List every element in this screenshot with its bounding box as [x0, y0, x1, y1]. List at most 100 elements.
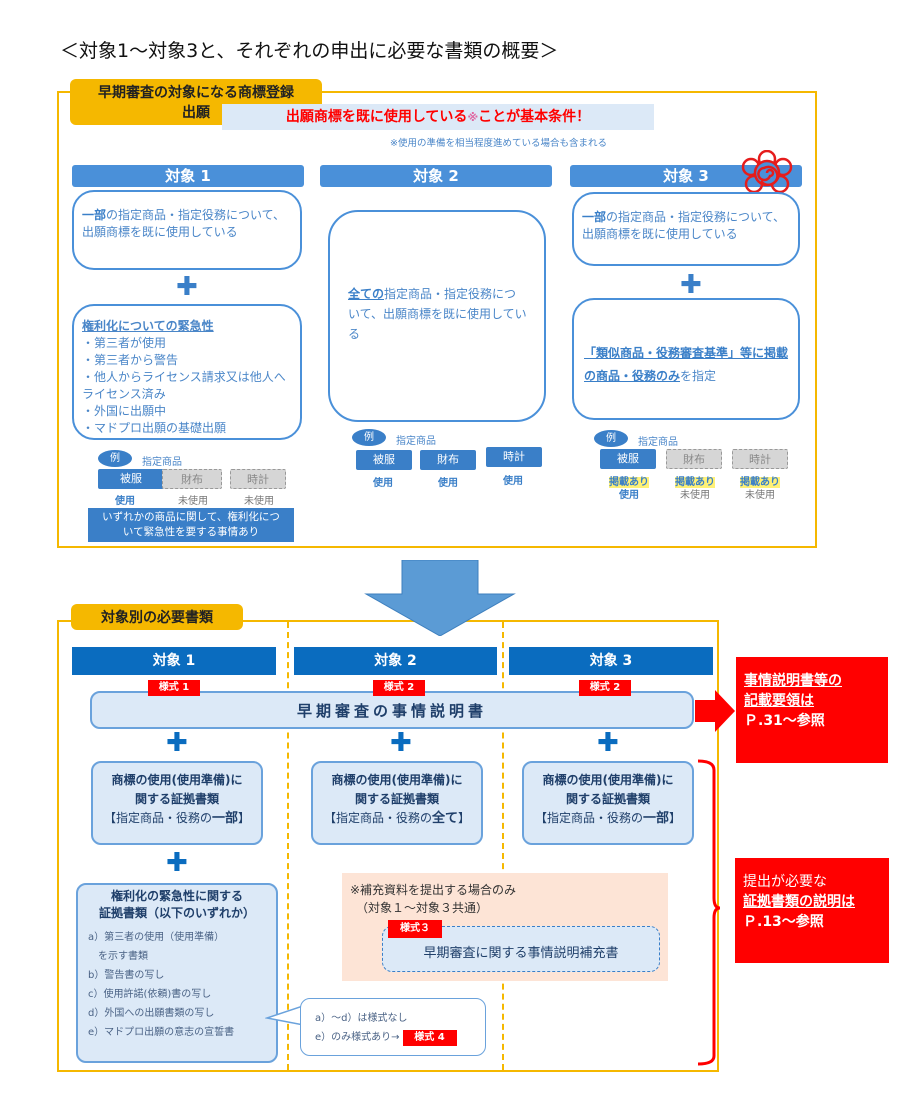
plus-icon: ✚ [597, 728, 619, 758]
bottom-frame [57, 620, 719, 1072]
listed-badge: 掲載あり [609, 477, 649, 488]
chip-status: 未使用 [178, 496, 208, 507]
bold-all: 全ての [348, 287, 385, 301]
form-callout: a）〜d）は様式なし e）のみ様式あり→様式 4 [300, 998, 486, 1056]
chip-status: 未使用 [680, 490, 710, 501]
evidence-box-col1: 商標の使用(使用準備)に 関する証拠書類 【指定商品・役務の一部】 [91, 761, 263, 845]
supplement-note: （対象１〜対象３共通） [356, 901, 489, 915]
urgency-evidence-title: 権利化の緊急性に関する [110, 889, 243, 903]
plus-icon: ✚ [176, 272, 198, 302]
box-text: 指定商品・指定役務について、出願商標を既に使用している [348, 287, 527, 341]
down-arrow-icon [364, 560, 516, 636]
urgency-item: ・外国に出願中 [82, 404, 167, 418]
callout-line: a）〜d）は様式なし [315, 1013, 408, 1024]
ref1-line3: Ｐ.31〜参照 [744, 713, 825, 729]
evidence-scope: 【指定商品・役務の一部】 [534, 811, 682, 826]
column-divider [502, 622, 504, 1070]
target3-partial-use-box: 一部の指定商品・指定役務について、出願商標を既に使用している [572, 192, 800, 266]
evidence-box-col3: 商標の使用(使用準備)に 関する証拠書類 【指定商品・役務の一部】 [522, 761, 694, 845]
doc-col2-header: 対象 2 [294, 647, 497, 675]
chip-clothing: 被服 [356, 450, 412, 470]
callout-pointer-icon [265, 1003, 309, 1027]
evidence-scope: 【指定商品・役務の全て】 [323, 811, 471, 826]
chip-clothing: 被服 [98, 469, 164, 489]
reference-p31-box: 事情説明書等の 記載要領は Ｐ.31〜参照 [736, 657, 888, 763]
ref1-line2: 記載要領は [744, 693, 814, 709]
target1-partial-use-box: 一部の指定商品・指定役務について、出願商標を既に使用している [72, 190, 302, 270]
supplement-note: ※補充資料を提出する場合のみ [350, 883, 517, 897]
chip-status: 使用 [619, 490, 639, 501]
evidence-scope: 【指定商品・役務の一部】 [103, 811, 251, 826]
condition-mark: ※ [467, 111, 479, 124]
supplement-doc-box: 早期審査に関する事情説明補充書 [382, 926, 660, 972]
chip-status: 使用 [438, 478, 458, 489]
urgency-item: ・他人からライセンス請求又は他人へライセンス済み [82, 370, 286, 401]
evidence-line: 商標の使用(使用準備)に [542, 773, 674, 787]
form-2-tag: 様式 2 [579, 680, 631, 696]
plus-icon: ✚ [166, 728, 188, 758]
plus-icon: ✚ [680, 270, 702, 300]
form-2-tag: 様式 2 [373, 680, 425, 696]
ref2-line2: 証拠書類の説明は [743, 894, 855, 910]
chip-status: 使用 [115, 496, 135, 507]
chip-watch: 時計 [230, 469, 286, 489]
evidence-line: 関する証拠書類 [565, 792, 650, 806]
chip-watch: 時計 [486, 447, 542, 467]
explanation-doc-box: 早期審査の事情説明書 [90, 691, 694, 729]
urgency-evidence-title: 証拠書類（以下のいずれか） [98, 906, 255, 920]
ref2-line1: 提出が必要な [743, 874, 827, 890]
form-1-tag: 様式 1 [148, 680, 200, 696]
supplement-doc-label: 早期審査に関する事情説明補充書 [423, 946, 619, 961]
chip-wallet: 財布 [666, 449, 722, 469]
top-frame [57, 91, 817, 548]
example-badge: 例 [98, 450, 132, 467]
page-title: ＜対象1〜対象3と、それぞれの申出に必要な書類の概要＞ [60, 40, 559, 62]
urgency-evidence-list: a）第三者の使用（使用準備） を示す書類 b）警告書の写し c）使用許諾(依頼)… [88, 932, 235, 1038]
condition-footnote: ※使用の準備を相当程度進めている場合も含まれる [390, 138, 607, 149]
column-divider [287, 622, 289, 1070]
urgency-item: ・第三者が使用 [82, 336, 167, 350]
evidence-line: 関する証拠書類 [134, 792, 219, 806]
urgency-evidence-box: 権利化の緊急性に関する 証拠書類（以下のいずれか） a）第三者の使用（使用準備）… [76, 883, 278, 1063]
condition-tail: ことが基本条件！ [478, 109, 591, 125]
plus-icon: ✚ [166, 848, 188, 878]
evidence-line: 関する証拠書類 [354, 792, 439, 806]
urgency-note: いずれかの商品に関して、権利化について緊急性を要する事情あり [88, 508, 294, 542]
bold-partial: 一部 [82, 208, 107, 222]
chip-status: 使用 [503, 476, 523, 487]
right-arrow-icon [695, 690, 735, 732]
form-4-tag: 様式 4 [402, 1030, 457, 1046]
chip-status: 未使用 [244, 496, 274, 507]
chip-wallet: 財布 [162, 469, 222, 489]
condition-text: 出願商標を既に使用している [285, 109, 468, 125]
plus-icon: ✚ [390, 728, 412, 758]
bottom-section-tag: 対象別の必要書類 [71, 604, 243, 630]
explanation-doc-label: 早期審査の事情説明書 [296, 702, 487, 720]
evidence-line: 商標の使用(使用準備)に [331, 773, 463, 787]
listed-only-tail: を指定 [680, 369, 717, 383]
box-text: の指定商品・指定役務について、出願商標を既に使用している [82, 208, 286, 239]
callout-line: e）のみ様式あり→様式 4 [315, 1028, 471, 1047]
chip-watch: 時計 [732, 449, 788, 469]
bracket-icon [697, 759, 720, 1066]
ref2-line3: Ｐ.13〜参照 [743, 914, 824, 930]
flower-stamp-icon [741, 150, 793, 194]
chip-clothing: 被服 [600, 449, 656, 469]
reference-p13-box: 提出が必要な 証拠書類の説明は Ｐ.13〜参照 [735, 858, 889, 963]
form-3-tag: 様式３ [388, 920, 442, 938]
example-badge: 例 [352, 429, 386, 446]
condition-banner: 出願商標を既に使用している※ことが基本条件！ [222, 104, 654, 130]
listed-only-text: 「類似商品・役務審査基準」等に掲載の商品・役務のみ [584, 346, 789, 383]
bold-partial: 一部 [582, 210, 607, 224]
chip-wallet: 財布 [420, 450, 476, 470]
target2-header: 対象 2 [320, 165, 552, 187]
urgency-item: ・マドプロ出願の基礎出願 [82, 421, 227, 435]
chip-status: 使用 [373, 478, 393, 489]
chip-status: 未使用 [745, 490, 775, 501]
example-badge: 例 [594, 430, 628, 447]
evidence-line: 商標の使用(使用準備)に [111, 773, 243, 787]
target3-listed-only-box: 「類似商品・役務審査基準」等に掲載の商品・役務のみを指定 [572, 298, 800, 420]
listed-badge: 掲載あり [675, 477, 715, 488]
evidence-box-col2: 商標の使用(使用準備)に 関する証拠書類 【指定商品・役務の全て】 [311, 761, 483, 845]
target1-header: 対象 1 [72, 165, 304, 187]
